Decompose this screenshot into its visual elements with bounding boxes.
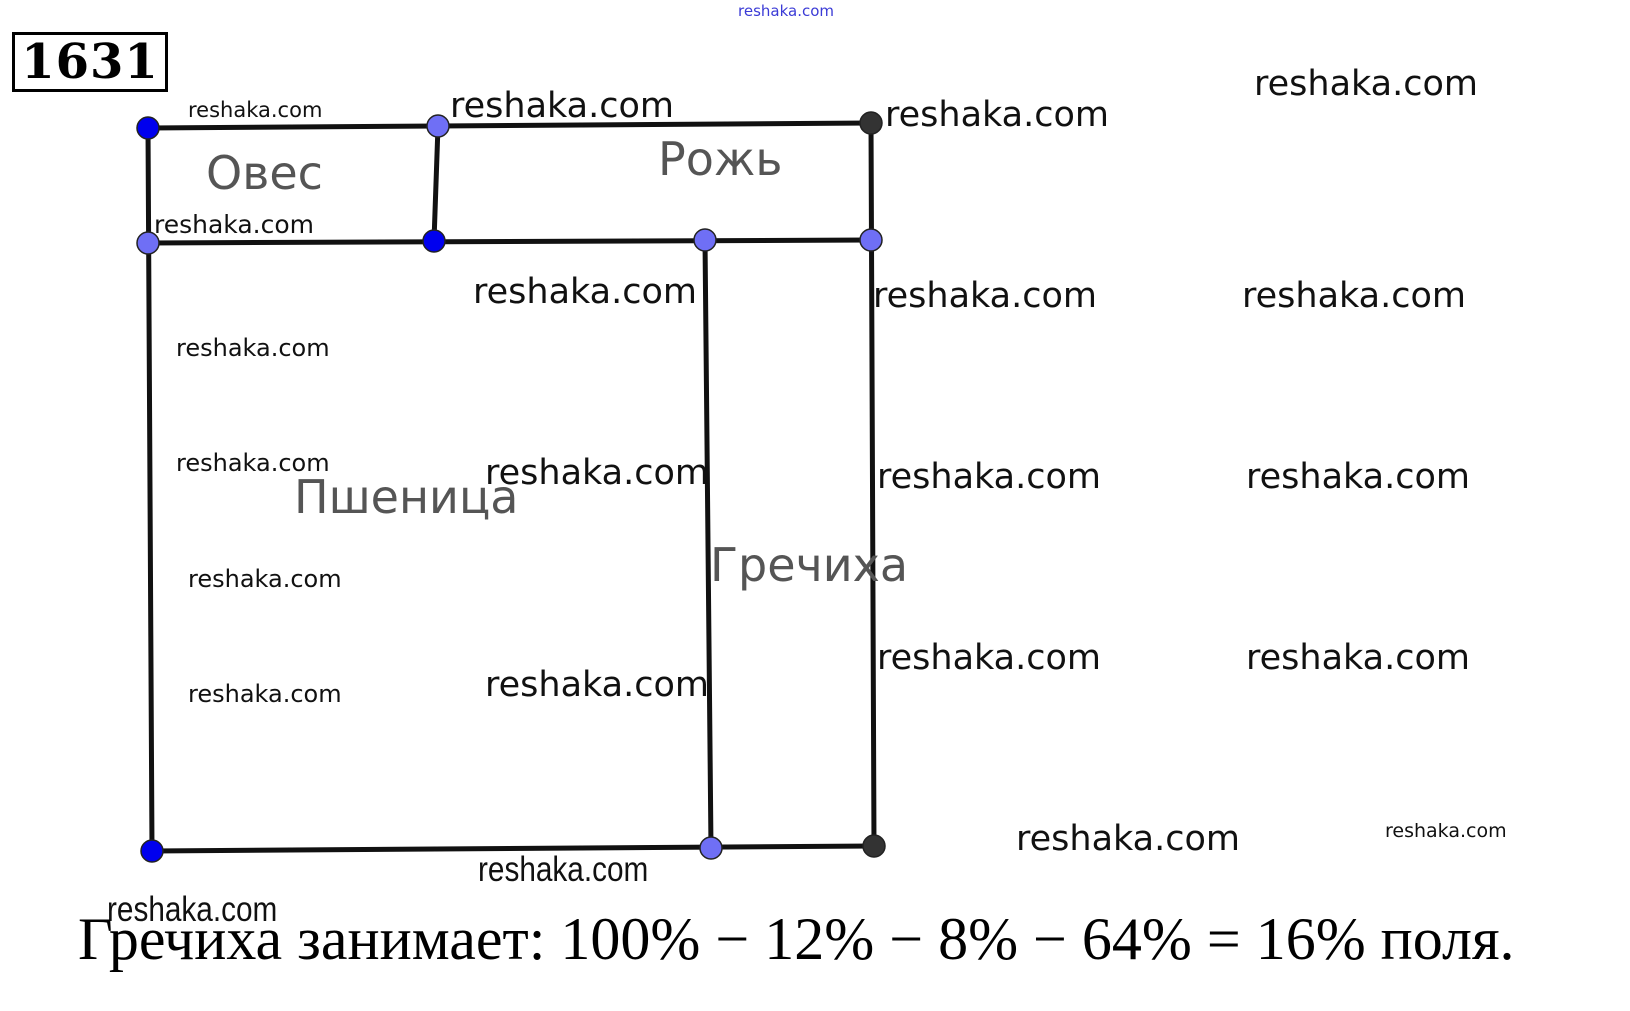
point-top-left [136,116,160,140]
point-bottom-left [140,839,164,863]
outer-top-right-edge [435,120,874,129]
outer-top-left-edge [145,123,441,131]
watermark: reshaka.com [188,98,323,122]
point-top-mid [426,114,450,138]
watermark: reshaka.com [188,565,342,593]
region-label-rye: Рожь [658,132,783,186]
region-label-buckwheat: Гречиха [710,538,909,592]
watermark: reshaka.com [478,850,649,889]
watermark: reshaka.com [1254,64,1478,104]
point-bottom-right [862,834,886,858]
wheat-buckwheat-divider [702,237,714,851]
point-mid-buckwheat [693,228,717,252]
watermark: reshaka.com [176,449,330,477]
point-bottom-mid [699,836,723,860]
watermark: reshaka.com [885,95,1109,135]
region-label-wheat: Пшеница [294,470,519,524]
watermark: reshaka.com [873,276,1097,316]
watermark: reshaka.com [1246,638,1470,678]
watermark: reshaka.com [485,665,709,705]
oats-rye-divider [431,123,441,244]
answer-text: Гречиха занимает: 100% − 12% − 8% − 64% … [78,906,1515,972]
watermark: reshaka.com [485,453,709,493]
watermark: reshaka.com [473,272,697,312]
watermark: reshaka.com [154,210,314,239]
region-label-oats: Овес [206,146,323,200]
outer-bottom-edge [149,843,877,854]
point-top-right [859,111,883,135]
watermark: reshaka.com [188,680,342,708]
watermark: reshaka.com [877,638,1101,678]
watermark: reshaka.com [1385,820,1507,842]
header-watermark[interactable]: reshaka.com [738,2,834,20]
watermark: reshaka.com [1246,457,1470,497]
watermark: reshaka.com [107,890,278,929]
point-mid-oats [422,229,446,253]
point-mid-left [136,231,160,255]
point-mid-right [859,228,883,252]
problem-number: 1631 [12,32,168,92]
horizontal-divider [145,237,874,246]
watermark: reshaka.com [176,334,330,362]
watermark: reshaka.com [877,457,1101,497]
watermark: reshaka.com [1016,819,1240,859]
watermark: reshaka.com [1242,276,1466,316]
watermark: reshaka.com [450,86,674,126]
